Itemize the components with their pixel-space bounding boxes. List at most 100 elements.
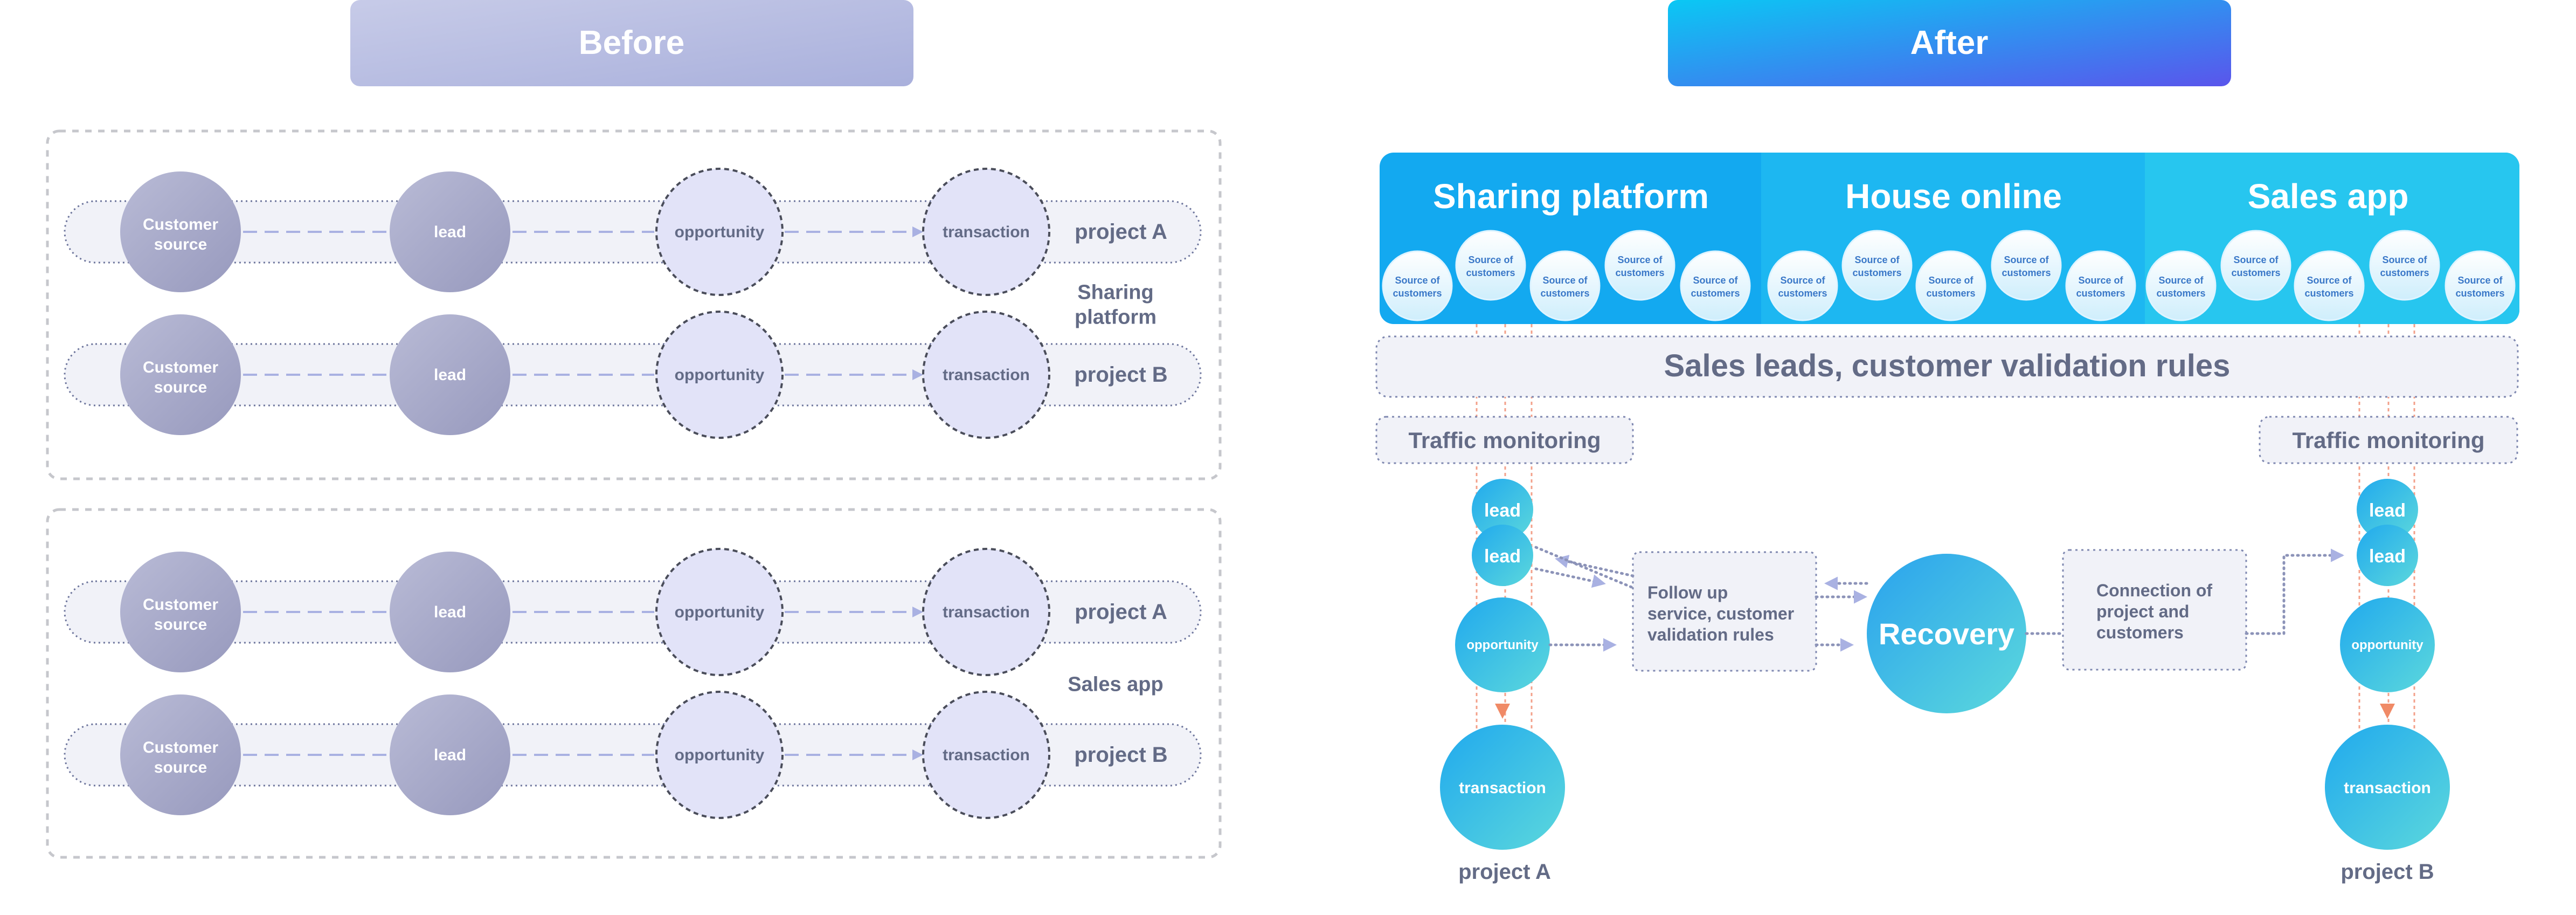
- before-node-label: transaction: [943, 746, 1030, 764]
- after-header: [1668, 0, 2231, 86]
- connection-line-2: project and: [2096, 602, 2189, 621]
- left-project-label: project A: [1458, 860, 1551, 884]
- before-node: [120, 171, 241, 292]
- before-group-frame: [46, 508, 1222, 859]
- before-node: [390, 552, 510, 672]
- before-node-label: lead: [434, 746, 466, 764]
- before-node-label: source: [154, 236, 207, 253]
- source-bubble: [1841, 230, 1913, 301]
- right-lead-label-2: lead: [2369, 546, 2406, 567]
- left-transaction-label: transaction: [1459, 779, 1546, 797]
- before-node: [922, 691, 1050, 819]
- left-lead-label-2: lead: [1484, 546, 1521, 567]
- follow-up-box: [1632, 551, 1817, 672]
- connection-box: [2062, 549, 2247, 671]
- before-node-label: transaction: [943, 603, 1030, 621]
- before-project-label: project A: [1075, 220, 1167, 244]
- source-bubble-label: Source of: [1854, 254, 1900, 265]
- before-header-label: Before: [579, 24, 684, 61]
- traffic-monitoring-left-label: Traffic monitoring: [1409, 428, 1601, 453]
- left-opportunity-label: opportunity: [1466, 638, 1539, 652]
- right-lead-node-2: [2357, 525, 2418, 586]
- before-project-label: project A: [1075, 600, 1167, 624]
- source-bubble: [2065, 250, 2136, 321]
- source-bubble-label: Source of: [1780, 275, 1825, 286]
- before-node-label: Customer: [143, 216, 218, 233]
- source-bubble: [1382, 250, 1453, 321]
- traffic-monitoring-right-label: Traffic monitoring: [2293, 428, 2485, 453]
- before-node: [922, 311, 1050, 439]
- before-node: [120, 552, 241, 672]
- source-bubble: [2220, 230, 2291, 301]
- platform-title: House online: [1845, 177, 2062, 216]
- before-node: [655, 311, 784, 439]
- validation-rules-bar: [1375, 335, 2519, 398]
- left-lead-label-1: lead: [1484, 500, 1521, 521]
- source-bubble-label: Source of: [1617, 254, 1663, 265]
- before-node-label: transaction: [943, 223, 1030, 241]
- before-node: [655, 691, 784, 819]
- source-bubble-label: customers: [2455, 288, 2504, 299]
- source-bubble: [1767, 250, 1838, 321]
- right-transaction-node: [2325, 725, 2450, 850]
- after-header-label: After: [1910, 24, 1989, 61]
- source-bubble-label: Source of: [1395, 275, 1440, 286]
- platform-title: Sharing platform: [1433, 177, 1709, 216]
- before-node: [390, 171, 510, 292]
- before-node-label: lead: [434, 223, 466, 241]
- before-node-label: lead: [434, 366, 466, 384]
- before-node-label: lead: [434, 603, 466, 621]
- before-node: [390, 694, 510, 815]
- source-bubble-label: Source of: [2078, 275, 2123, 286]
- right-lead-label-1: lead: [2369, 500, 2406, 521]
- source-bubble: [2369, 230, 2440, 301]
- before-node: [120, 694, 241, 815]
- source-bubble-label: Source of: [1928, 275, 1973, 286]
- before-platform-label: platform: [1075, 306, 1157, 329]
- traffic-monitoring-left: [1375, 416, 1634, 464]
- after-connectors: [1534, 546, 2344, 652]
- before-node-label: Customer: [143, 596, 218, 614]
- source-bubble-label: customers: [1540, 288, 1589, 299]
- source-bubble-label: customers: [1466, 267, 1515, 278]
- right-chain: lead lead opportunity transaction projec…: [2325, 479, 2450, 884]
- left-opportunity-node: [1455, 597, 1550, 692]
- left-lead-node-1: [1472, 479, 1533, 540]
- right-project-label: project B: [2340, 860, 2434, 884]
- before-platform-label: Sales app: [1068, 673, 1163, 696]
- follow-up-line-1: Follow up: [1647, 583, 1728, 602]
- before-node: [655, 548, 784, 676]
- before-node: [922, 168, 1050, 296]
- before-header: [350, 0, 913, 86]
- before-project-label: project B: [1074, 363, 1167, 387]
- source-bubble: [2445, 250, 2516, 321]
- source-bubble-label: Source of: [2233, 254, 2279, 265]
- before-row: Customer source lead opportunity transaction…: [64, 168, 1202, 296]
- source-bubble: [1915, 250, 1986, 321]
- source-bubble-label: customers: [2380, 267, 2429, 278]
- traffic-monitoring-right: [2259, 416, 2518, 464]
- source-bubble-label: Source of: [2004, 254, 2049, 265]
- before-node-label: opportunity: [675, 603, 765, 621]
- before-node-label: opportunity: [675, 223, 765, 241]
- source-bubble-label: Source of: [1693, 275, 1738, 286]
- before-node-label: opportunity: [675, 746, 765, 764]
- platform-title: Sales app: [2248, 177, 2409, 216]
- before-node-label: source: [154, 759, 207, 776]
- before-node-label: source: [154, 379, 207, 396]
- source-bubble-label: Source of: [2307, 275, 2352, 286]
- source-bubble-label: customers: [2156, 288, 2205, 299]
- right-lead-node-1: [2357, 479, 2418, 540]
- source-bubble: [1529, 250, 1601, 321]
- source-bubble-label: customers: [1778, 288, 1827, 299]
- follow-up-line-2: service, customer: [1647, 604, 1794, 623]
- source-bubble-label: customers: [1852, 267, 1901, 278]
- before-node: [922, 548, 1050, 676]
- before-project-label: project B: [1074, 743, 1167, 767]
- source-bubble-label: Source of: [2158, 275, 2204, 286]
- before-node-label: opportunity: [675, 366, 765, 384]
